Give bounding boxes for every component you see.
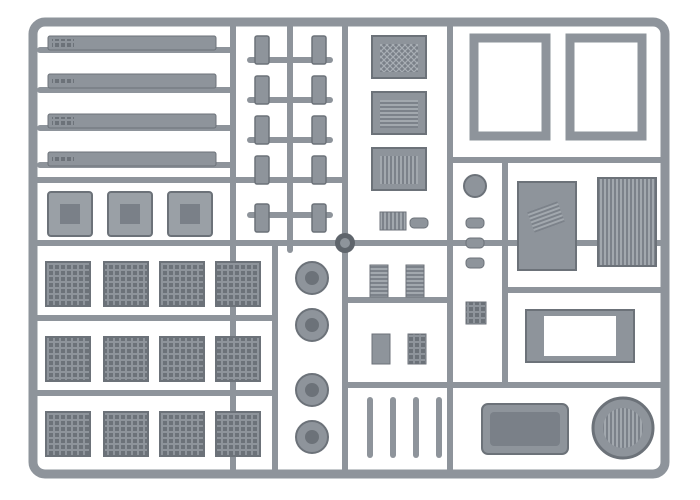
tank-and-cover [481, 396, 655, 460]
panel-strips [47, 35, 217, 167]
vent-boxes [371, 35, 427, 191]
bracket-shelters [525, 309, 635, 363]
small-fittings [254, 35, 327, 233]
central-hub [335, 233, 355, 253]
sprue-frame [28, 17, 670, 479]
fan-wheels [295, 261, 329, 454]
wall-panels [517, 177, 657, 271]
door-frames [469, 33, 647, 141]
square-panels [47, 191, 213, 237]
pipe-rods [367, 397, 442, 458]
round-parts [379, 174, 487, 269]
small-vents [369, 264, 487, 365]
grate-tiles [45, 261, 261, 457]
